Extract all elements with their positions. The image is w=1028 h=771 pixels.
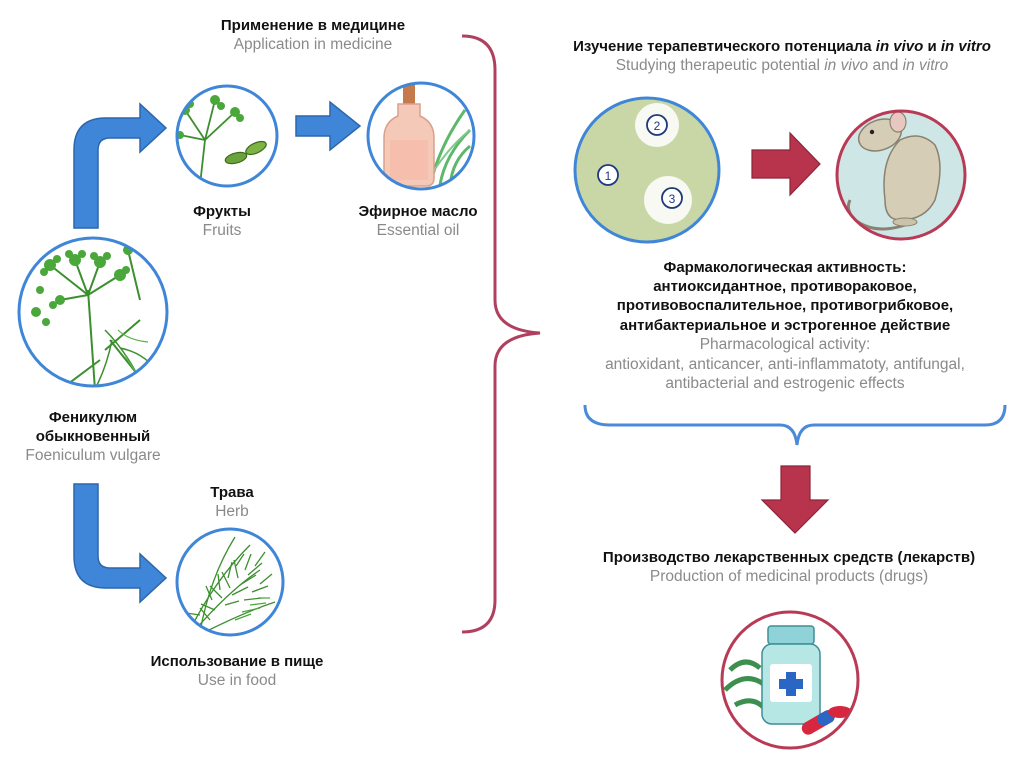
arrow-activity-to-production xyxy=(760,465,830,534)
food-label: Использование в пище Use in food xyxy=(151,652,324,691)
fruits-image xyxy=(175,84,279,188)
study-ru-and: и xyxy=(923,38,941,55)
study-en-invitro: in vitro xyxy=(902,57,949,75)
fennel-plant-image xyxy=(17,236,169,388)
medicine-label-ru: Применение в медицине xyxy=(220,17,406,34)
study-label: Изучение терапевтического потенциала in … xyxy=(573,37,991,76)
activity-ru-line-3: противовоспалительное, противогрибковое, xyxy=(616,297,954,315)
activity-ru-line-1: Фармакологическая активность: xyxy=(663,259,907,276)
arrow-petri-to-mouse xyxy=(751,131,821,197)
plant-label-ru-2: обыкновенный xyxy=(35,428,151,446)
study-label-en: Studying therapeutic potential in vivo a… xyxy=(573,56,991,76)
herb-label: Трава Herb xyxy=(210,483,253,522)
plant-label-en: Foeniculum vulgare xyxy=(25,447,161,465)
activity-brace xyxy=(583,404,1007,446)
activity-en-line-3: antibacterial and estrogenic effects xyxy=(665,375,905,393)
herb-image xyxy=(175,527,285,637)
oil-label-en: Essential oil xyxy=(376,222,460,240)
study-en-and: and xyxy=(868,57,903,75)
activity-en-line-1: Pharmacological activity: xyxy=(699,335,871,353)
petri-dish-image: 1 2 3 xyxy=(573,96,721,244)
plant-label: Феникулюм обыкновенный Foeniculum vulgar… xyxy=(25,408,160,466)
essential-oil-image xyxy=(366,81,476,191)
petri-label-1: 1 xyxy=(605,169,612,183)
study-ru-prefix: Изучение терапевтического потенциала xyxy=(573,38,876,55)
arrow-plant-to-fruits xyxy=(73,102,168,229)
herb-label-en: Herb xyxy=(215,503,249,521)
plant-label-ru-1: Феникулюм xyxy=(48,409,138,426)
medicine-brace xyxy=(461,34,541,634)
petri-label-2: 2 xyxy=(654,119,661,133)
production-label-en: Production of medicinal products (drugs) xyxy=(649,568,929,586)
oil-label-ru: Эфирное масло xyxy=(358,203,478,220)
arrow-plant-to-herb xyxy=(73,483,168,604)
study-ru-invivo: in vivo xyxy=(875,38,924,55)
medicine-label: Применение в медицине Application in med… xyxy=(221,16,405,55)
fruits-label-ru: Фрукты xyxy=(193,203,251,220)
oil-label: Эфирное масло Essential oil xyxy=(359,202,478,241)
food-label-ru: Использование в пище xyxy=(150,653,324,670)
activity-ru-line-4: антибактериальное и эстрогенное действие xyxy=(619,316,951,334)
study-label-ru: Изучение терапевтического потенциала in … xyxy=(573,37,991,56)
fruits-label-en: Fruits xyxy=(202,222,242,240)
arrow-fruits-to-oil xyxy=(295,100,362,152)
study-en-prefix: Studying therapeutic potential xyxy=(615,57,825,75)
study-ru-invitro: in vitro xyxy=(940,38,991,55)
activity-ru-line-2: антиоксидантное, противораковое, xyxy=(653,278,917,296)
production-label-ru: Производство лекарственных средств (лека… xyxy=(602,549,976,566)
production-label: Производство лекарственных средств (лека… xyxy=(603,548,975,587)
food-label-en: Use in food xyxy=(197,672,277,690)
medicine-label-en: Application in medicine xyxy=(233,36,393,54)
activity-label: Фармакологическая активность: антиоксида… xyxy=(605,258,965,394)
mouse-image xyxy=(835,109,967,241)
medicine-bottle-image xyxy=(720,610,860,750)
fruits-label: Фрукты Fruits xyxy=(193,202,251,241)
herb-label-ru: Трава xyxy=(210,484,254,501)
activity-en-line-2: antioxidant, anticancer, anti-inflammato… xyxy=(605,355,965,373)
study-en-invivo: in vivo xyxy=(824,57,869,75)
petri-label-3: 3 xyxy=(669,192,676,206)
